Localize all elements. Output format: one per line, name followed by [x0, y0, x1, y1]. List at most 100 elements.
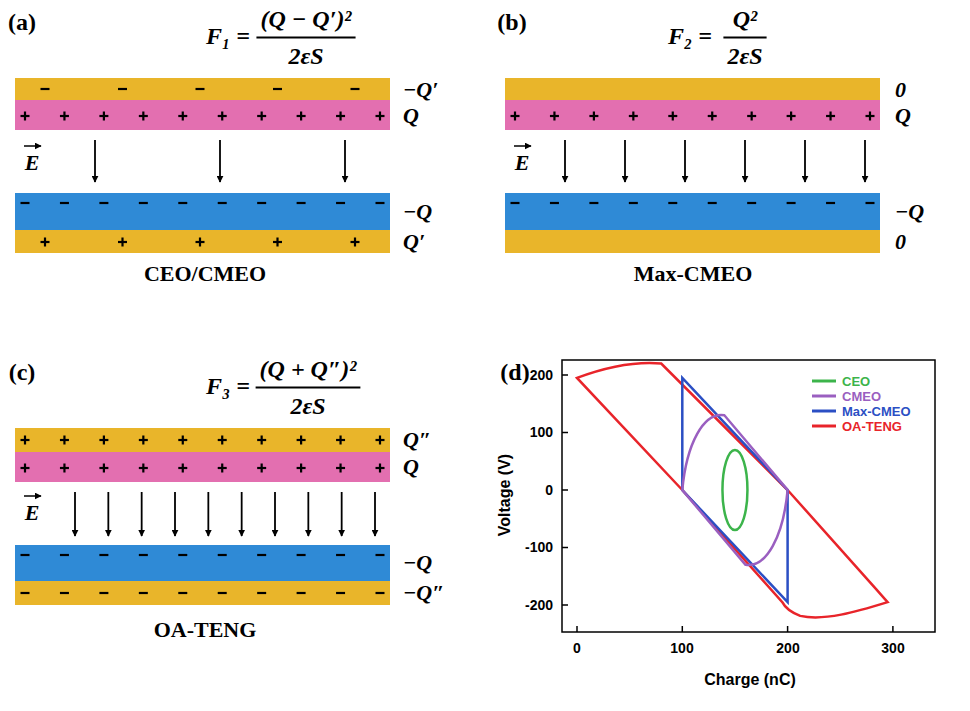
charge-sign [60, 592, 69, 594]
field-arrow [107, 492, 109, 536]
charge-sign [60, 554, 69, 556]
mode-name: OA-TENG [154, 617, 257, 643]
panel-label: (c) [9, 359, 36, 386]
formula: F₃ = [206, 373, 250, 400]
charge-sign [178, 554, 187, 556]
charge-sign [339, 464, 341, 473]
charge-sign [339, 112, 341, 121]
charge-sign [99, 554, 108, 556]
charge-sign [300, 112, 302, 121]
field-arrow [744, 140, 746, 182]
charge-sign [747, 202, 756, 204]
charge-sign [273, 88, 282, 90]
charge-label: Q [403, 103, 419, 129]
field-arrow [207, 492, 209, 536]
mode-name: Max-CMEO [634, 261, 753, 287]
panel-label: (a) [8, 9, 36, 36]
chart-frame [562, 360, 935, 632]
charge-sign [99, 202, 108, 204]
charge-sign [99, 592, 108, 594]
y-tick-label: 100 [530, 424, 553, 440]
charge-sign [553, 112, 555, 121]
x-tick-label: 0 [573, 640, 581, 656]
formula-denominator: 2εS [290, 393, 325, 420]
charge-sign [199, 238, 201, 247]
x-tick-label: 200 [776, 640, 799, 656]
charge-sign [41, 88, 50, 90]
loop-curve [722, 450, 747, 530]
charge-sign [354, 238, 356, 247]
charge-sign [63, 464, 65, 473]
charge-sign [593, 112, 595, 121]
charge-sign [787, 202, 796, 204]
charge-sign [182, 112, 184, 121]
charge-sign [379, 464, 381, 473]
charge-sign [300, 436, 302, 445]
field-arrow [307, 492, 309, 536]
charge-sign [379, 112, 381, 121]
capacitor-stack-c [15, 428, 390, 605]
charge-sign [376, 554, 385, 556]
charge-sign [550, 202, 559, 204]
charge-sign [221, 464, 223, 473]
field-arrow [94, 140, 96, 182]
charge-sign [24, 464, 26, 473]
formula-numerator: (Q + Q″)² [260, 356, 357, 383]
charge-sign [178, 592, 187, 594]
charge-sign [379, 436, 381, 445]
charge-sign [60, 202, 69, 204]
charge-sign [668, 202, 677, 204]
charge-sign [708, 202, 717, 204]
loop-curve [577, 363, 888, 617]
legend-text: CEO [842, 374, 870, 389]
charge-label: −Q [403, 199, 432, 225]
charge-sign [139, 202, 148, 204]
charge-sign [24, 112, 26, 121]
tick [682, 626, 684, 632]
vector-arrow [24, 495, 41, 497]
charge-sign [142, 464, 144, 473]
y-tick-label: 200 [530, 367, 553, 383]
field-symbol: E [25, 150, 40, 176]
field-symbol: E [515, 150, 530, 176]
charge-sign [351, 88, 360, 90]
tick [562, 604, 568, 606]
charge-label: −Q″ [403, 580, 444, 606]
charge-sign [24, 436, 26, 445]
legend-swatch [812, 425, 836, 428]
vector-arrow [514, 145, 531, 147]
charge-sign [182, 464, 184, 473]
charge-sign [297, 202, 306, 204]
charge-sign [261, 112, 263, 121]
charge-sign [21, 592, 30, 594]
charge-sign [711, 112, 713, 121]
fraction-bar [256, 37, 355, 39]
charge-label: −Q [403, 550, 432, 576]
tick [562, 374, 568, 376]
tick [562, 432, 568, 434]
field-arrow [241, 492, 243, 536]
charge-sign [336, 202, 345, 204]
loop-curve [682, 378, 787, 602]
charge-sign [790, 112, 792, 121]
x-tick-label: 300 [881, 640, 904, 656]
loop-curve [682, 415, 787, 565]
charge-sign [829, 112, 831, 121]
field-arrow [74, 492, 76, 536]
field-arrow [274, 492, 276, 536]
charge-sign [63, 112, 65, 121]
charge-sign [336, 592, 345, 594]
charge-sign [139, 554, 148, 556]
charge-sign [826, 202, 835, 204]
charge-sign [751, 112, 753, 121]
formula-denominator: 2εS [288, 43, 323, 70]
field-arrow [374, 492, 376, 536]
charge-sign [142, 112, 144, 121]
charge-sign [261, 464, 263, 473]
charge-sign [339, 436, 341, 445]
charge-label: −Q [895, 199, 924, 225]
legend-swatch [812, 380, 836, 383]
fraction-bar [256, 387, 361, 389]
charge-label: Q′ [403, 229, 425, 255]
